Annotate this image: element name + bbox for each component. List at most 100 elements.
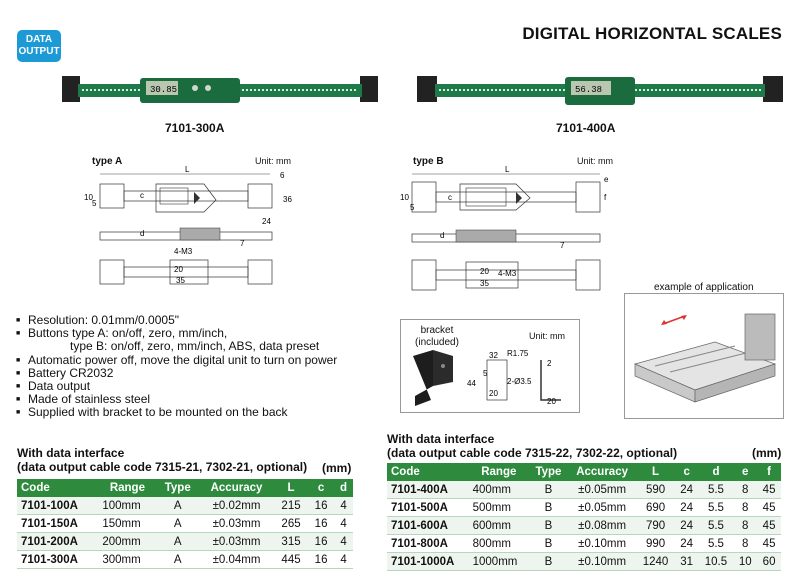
dim-c-a: c bbox=[140, 191, 144, 200]
dim-10-a: 10 bbox=[84, 193, 93, 202]
table-cell: 24 bbox=[674, 481, 699, 499]
table-cell: 31 bbox=[674, 552, 699, 571]
type-a-label: type A bbox=[92, 156, 123, 167]
type-b-label: type B bbox=[413, 156, 444, 167]
type-a-unit: Unit: mm bbox=[255, 156, 291, 166]
table-cell: 8 bbox=[733, 534, 758, 553]
bracket-dim-5: 5 bbox=[483, 369, 488, 378]
table-cell: 590 bbox=[636, 481, 675, 499]
dim-d-a: d bbox=[140, 229, 144, 238]
dim-L-b: L bbox=[505, 165, 510, 174]
table-cell: 5.5 bbox=[698, 534, 734, 553]
col-header: c bbox=[674, 463, 699, 481]
table-cell: ±0.04mm bbox=[199, 550, 274, 569]
table-cell: 7101-1000A bbox=[387, 552, 469, 571]
table-cell: 4 bbox=[334, 497, 353, 515]
col-header: f bbox=[757, 463, 781, 481]
table-cell: 7101-200A bbox=[17, 532, 99, 551]
spec-item: Resolution: 0.01mm/0.0005" bbox=[16, 313, 337, 327]
table-cell: 8 bbox=[733, 481, 758, 499]
right-table-subtitle: (data output cable code 7315-22, 7302-22… bbox=[387, 446, 678, 460]
table-cell: 690 bbox=[636, 498, 675, 517]
table-cell: 7101-600A bbox=[387, 516, 469, 535]
table-cell: 5.5 bbox=[698, 481, 734, 499]
left-spec-table: Code Range Type Accuracy L c d 7101-100A… bbox=[17, 479, 353, 569]
right-table-title: With data interface bbox=[387, 432, 495, 446]
table-cell: 150mm bbox=[98, 514, 157, 533]
dim-36-a: 36 bbox=[283, 195, 292, 204]
dim-d-b: d bbox=[440, 231, 444, 240]
badge-line2: OUTPUT bbox=[18, 46, 60, 57]
table-cell: 24 bbox=[674, 516, 699, 535]
scale-image-400a: 56.38 bbox=[417, 76, 783, 105]
table-cell: ±0.08mm bbox=[567, 516, 637, 535]
table-cell: ±0.03mm bbox=[199, 514, 274, 533]
col-header: Accuracy bbox=[199, 479, 274, 497]
badge-line1: DATA bbox=[25, 34, 53, 45]
bracket-label-line2: (included) bbox=[415, 337, 459, 348]
table-cell: 16 bbox=[308, 532, 335, 551]
col-header: c bbox=[308, 479, 335, 497]
lcd-readout-right: 56.38 bbox=[575, 85, 602, 95]
table-cell: ±0.10mm bbox=[567, 534, 637, 553]
right-table-unit: (mm) bbox=[752, 446, 782, 460]
table-cell: 45 bbox=[757, 481, 781, 499]
table-cell: 8 bbox=[733, 498, 758, 517]
spec-item: Buttons type A: on/off, zero, mm/inch, bbox=[16, 327, 337, 341]
spec-item: Battery CR2032 bbox=[16, 366, 337, 380]
application-label: example of application bbox=[652, 282, 756, 293]
spec-item: Made of stainless steel bbox=[16, 393, 337, 407]
table-cell: A bbox=[156, 550, 200, 569]
lcd-readout-left: 30.85 bbox=[150, 85, 177, 95]
col-header: d bbox=[698, 463, 734, 481]
type-a-drawing: L 6 10 5 c 36 24 d 7 4-M3 20 35 bbox=[84, 165, 292, 285]
col-header: d bbox=[334, 479, 353, 497]
col-header: Type bbox=[156, 479, 200, 497]
table-cell: 215 bbox=[273, 497, 309, 515]
table-cell: 16 bbox=[308, 514, 335, 533]
table-cell: ±0.05mm bbox=[567, 481, 637, 499]
table-cell: 5.5 bbox=[698, 516, 734, 535]
table-cell: 4 bbox=[334, 550, 353, 569]
dim-35-a: 35 bbox=[176, 276, 185, 285]
table-cell: 990 bbox=[636, 534, 675, 553]
bracket-dim-2: 2 bbox=[547, 359, 552, 368]
table-cell: 1000mm bbox=[468, 552, 529, 571]
table-cell: 8 bbox=[733, 516, 758, 535]
table-cell: 10 bbox=[733, 552, 758, 571]
bracket-drawing: 32 R1.75 2 44 5 2-Ø3.5 20 20 bbox=[413, 349, 561, 406]
table-cell: ±0.02mm bbox=[199, 497, 274, 515]
model-label-400a: 7101-400A bbox=[556, 121, 616, 135]
dim-5-b: 5 bbox=[410, 203, 415, 212]
table-cell: 16 bbox=[308, 497, 335, 515]
bracket-unit: Unit: mm bbox=[529, 331, 565, 341]
table-cell: 7101-300A bbox=[17, 550, 99, 569]
page-title: DIGITAL HORIZONTAL SCALES bbox=[522, 24, 782, 43]
left-table-title: With data interface bbox=[17, 446, 125, 460]
dim-7-a: 7 bbox=[240, 239, 245, 248]
bracket-dim-44: 44 bbox=[467, 379, 476, 388]
table-cell: 300mm bbox=[98, 550, 157, 569]
type-b-drawing: L e 10 5 c f d 7 20 4-M3 35 bbox=[400, 165, 609, 291]
bracket-dim-20a: 20 bbox=[489, 389, 498, 398]
table-cell: 4 bbox=[334, 532, 353, 551]
table-cell: 7101-800A bbox=[387, 534, 469, 553]
col-header: L bbox=[636, 463, 675, 481]
table-cell: 10.5 bbox=[698, 552, 734, 571]
data-output-badge: DATA OUTPUT bbox=[17, 30, 61, 62]
table-cell: B bbox=[528, 552, 568, 571]
table-cell: ±0.03mm bbox=[199, 532, 274, 551]
table-cell: B bbox=[528, 516, 568, 535]
dim-f-b: f bbox=[604, 193, 607, 202]
dim-L-a: L bbox=[185, 165, 190, 174]
table-header-row: Code Range Type Accuracy L c d bbox=[17, 479, 353, 497]
col-header: e bbox=[733, 463, 758, 481]
table-cell: ±0.10mm bbox=[567, 552, 637, 571]
table-cell: 16 bbox=[308, 550, 335, 569]
scale-image-300a: 30.85 bbox=[62, 76, 378, 103]
bracket-dim-r: R1.75 bbox=[507, 349, 529, 358]
